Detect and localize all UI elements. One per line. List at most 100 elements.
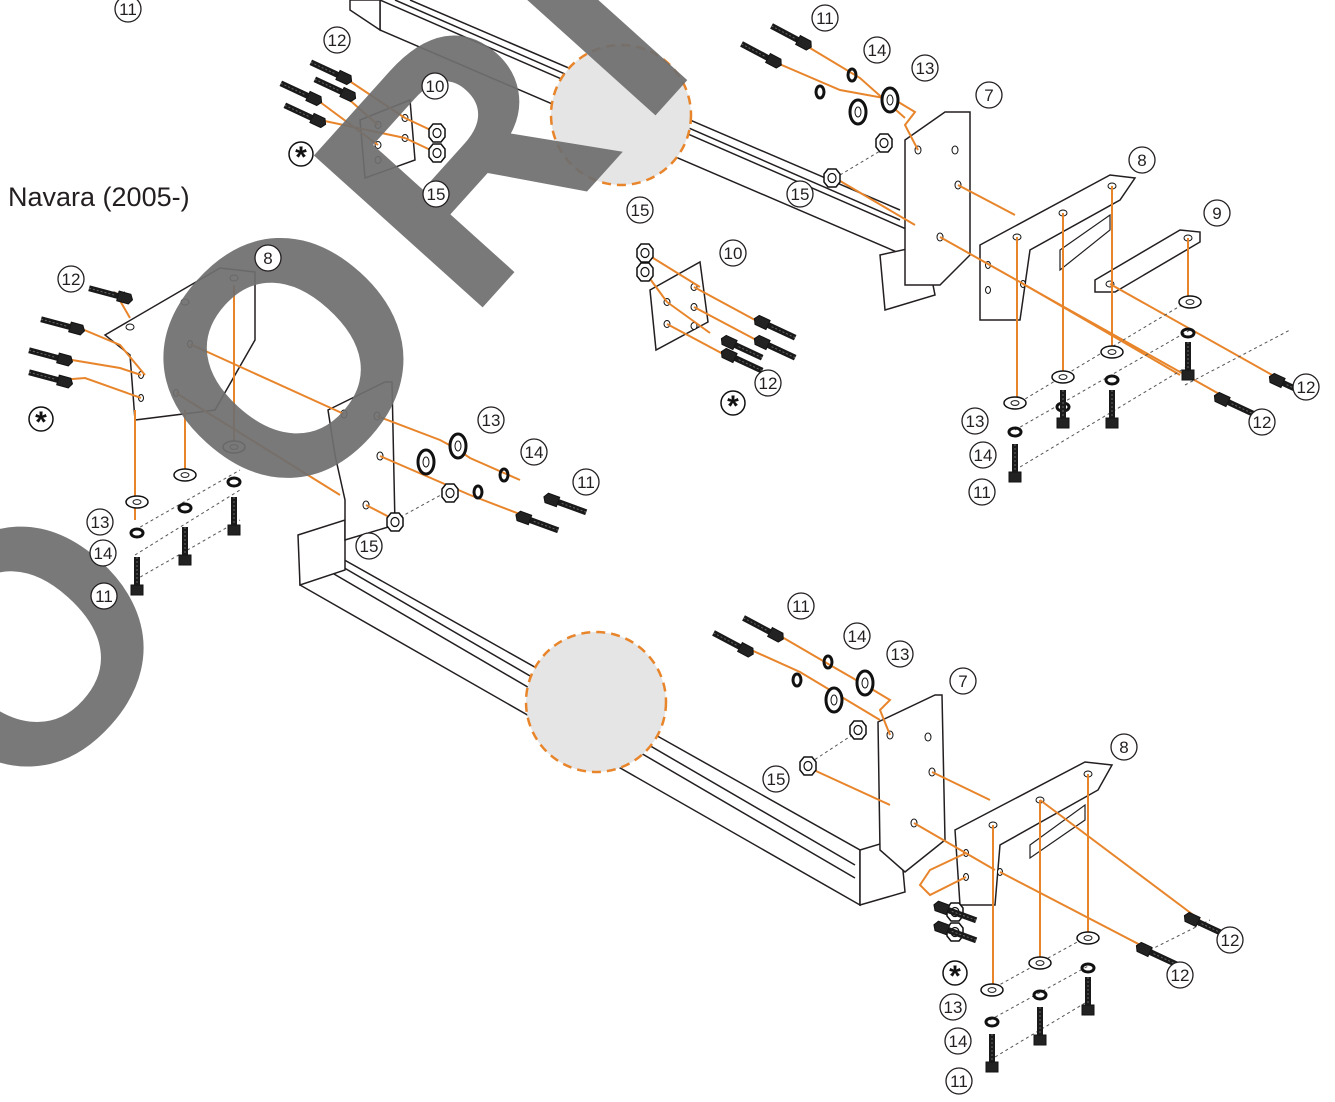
callout-number: 13 bbox=[966, 412, 985, 431]
callout-number: 12 bbox=[1253, 413, 1272, 432]
callout-c22: 13 bbox=[961, 407, 989, 435]
callout-circle bbox=[421, 72, 449, 100]
callout-c24: 11 bbox=[968, 478, 996, 506]
callout-number: 12 bbox=[1171, 966, 1190, 985]
callout-c9: 15 bbox=[786, 180, 814, 208]
callout-c36: 12 bbox=[1166, 961, 1194, 989]
callout-c15: 12 bbox=[57, 265, 85, 293]
callout-number: 11 bbox=[119, 0, 137, 19]
callout-circle bbox=[911, 54, 939, 82]
callout-circle bbox=[57, 265, 85, 293]
callout-number: 11 bbox=[577, 473, 595, 492]
callout-c26: 13 bbox=[86, 508, 114, 536]
callout-number: 9 bbox=[1212, 204, 1221, 223]
callout-number: 11 bbox=[816, 9, 834, 28]
callout-number: 12 bbox=[62, 270, 81, 289]
callout-c10: 8 bbox=[1128, 146, 1156, 174]
callout-c34: 8 bbox=[1110, 733, 1138, 761]
callout-c16: 13 bbox=[477, 406, 505, 434]
callout-c39: 11 bbox=[945, 1067, 973, 1095]
callout-c3: 10 bbox=[421, 72, 449, 100]
callout-c8: 7 bbox=[975, 81, 1003, 109]
asterisk-marker-lower bbox=[942, 960, 968, 986]
callout-c23: 14 bbox=[969, 441, 997, 469]
callout-circle bbox=[626, 196, 654, 224]
callout-c5: 11 bbox=[811, 4, 839, 32]
asterisk-marker-middle bbox=[720, 390, 746, 416]
callout-circle bbox=[886, 640, 914, 668]
asterisk-middle-text: * bbox=[727, 390, 739, 423]
asterisk-marker-upper bbox=[288, 141, 314, 167]
callout-number: 14 bbox=[974, 446, 993, 465]
callout-c25: 15 bbox=[355, 532, 383, 560]
callout-c29: 11 bbox=[787, 592, 815, 620]
callout-circle bbox=[1248, 408, 1276, 436]
callout-c19: 12 bbox=[1292, 373, 1320, 401]
callout-circle bbox=[968, 478, 996, 506]
callout-circle bbox=[1203, 199, 1231, 227]
callout-circle bbox=[114, 0, 142, 23]
upper-bracket-7 bbox=[904, 111, 971, 286]
callout-circle bbox=[939, 993, 967, 1021]
callout-circle bbox=[944, 1027, 972, 1055]
callout-number: 13 bbox=[916, 59, 935, 78]
callout-number: 13 bbox=[891, 645, 910, 664]
callout-c27: 14 bbox=[89, 539, 117, 567]
asterisk-lower-text: * bbox=[949, 960, 961, 993]
callout-number: 11 bbox=[95, 587, 113, 606]
callout-c6: 14 bbox=[863, 36, 891, 64]
callout-circle bbox=[843, 622, 871, 650]
callout-number: 12 bbox=[1297, 378, 1316, 397]
callout-circle bbox=[961, 407, 989, 435]
asterisk-left-text: * bbox=[35, 406, 47, 439]
callout-number: 10 bbox=[426, 77, 445, 96]
callout-c2: 12 bbox=[323, 26, 351, 54]
callout-circle bbox=[787, 592, 815, 620]
callout-c18: 11 bbox=[572, 468, 600, 496]
callout-circle bbox=[323, 26, 351, 54]
callout-number: 11 bbox=[973, 483, 991, 502]
callout-circle bbox=[477, 406, 505, 434]
callout-c1: 11 bbox=[114, 0, 142, 23]
callout-number: 14 bbox=[949, 1032, 968, 1051]
callout-c31: 13 bbox=[886, 640, 914, 668]
callout-c4: 15 bbox=[422, 180, 450, 208]
callout-number: 8 bbox=[1119, 738, 1128, 757]
callout-c33: 15 bbox=[762, 765, 790, 793]
asterisk-markers: * * * * bbox=[28, 141, 968, 993]
asterisk-marker-left bbox=[28, 406, 54, 432]
hitch-mount-circle-lower bbox=[524, 630, 668, 774]
callout-number: 14 bbox=[525, 443, 544, 462]
callout-circle bbox=[1110, 733, 1138, 761]
callout-number: 15 bbox=[360, 537, 379, 556]
callout-c35: 12 bbox=[1216, 926, 1244, 954]
callout-circle bbox=[90, 582, 118, 610]
callout-number: 7 bbox=[958, 672, 967, 691]
callout-circle bbox=[762, 765, 790, 793]
callout-number: 15 bbox=[427, 185, 446, 204]
callout-number: 8 bbox=[1137, 151, 1146, 170]
callout-number: 12 bbox=[759, 374, 778, 393]
callout-circle bbox=[969, 441, 997, 469]
callout-number: 14 bbox=[848, 627, 867, 646]
callout-c28: 11 bbox=[90, 582, 118, 610]
callout-circle bbox=[1216, 926, 1244, 954]
callout-circle bbox=[863, 36, 891, 64]
callout-number: 7 bbox=[984, 86, 993, 105]
callout-circle bbox=[811, 4, 839, 32]
callout-number: 15 bbox=[767, 770, 786, 789]
callout-number: 10 bbox=[724, 244, 743, 263]
callout-c38: 14 bbox=[944, 1027, 972, 1055]
callout-circle bbox=[719, 239, 747, 267]
callout-number: 13 bbox=[91, 513, 110, 532]
callout-number: 8 bbox=[263, 249, 272, 268]
callout-c32: 7 bbox=[949, 667, 977, 695]
callout-number: 13 bbox=[482, 411, 501, 430]
callout-number: 11 bbox=[950, 1072, 968, 1091]
callout-c11: 9 bbox=[1203, 199, 1231, 227]
callout-circle bbox=[355, 532, 383, 560]
callout-number: 14 bbox=[868, 41, 887, 60]
callout-circle bbox=[1128, 146, 1156, 174]
